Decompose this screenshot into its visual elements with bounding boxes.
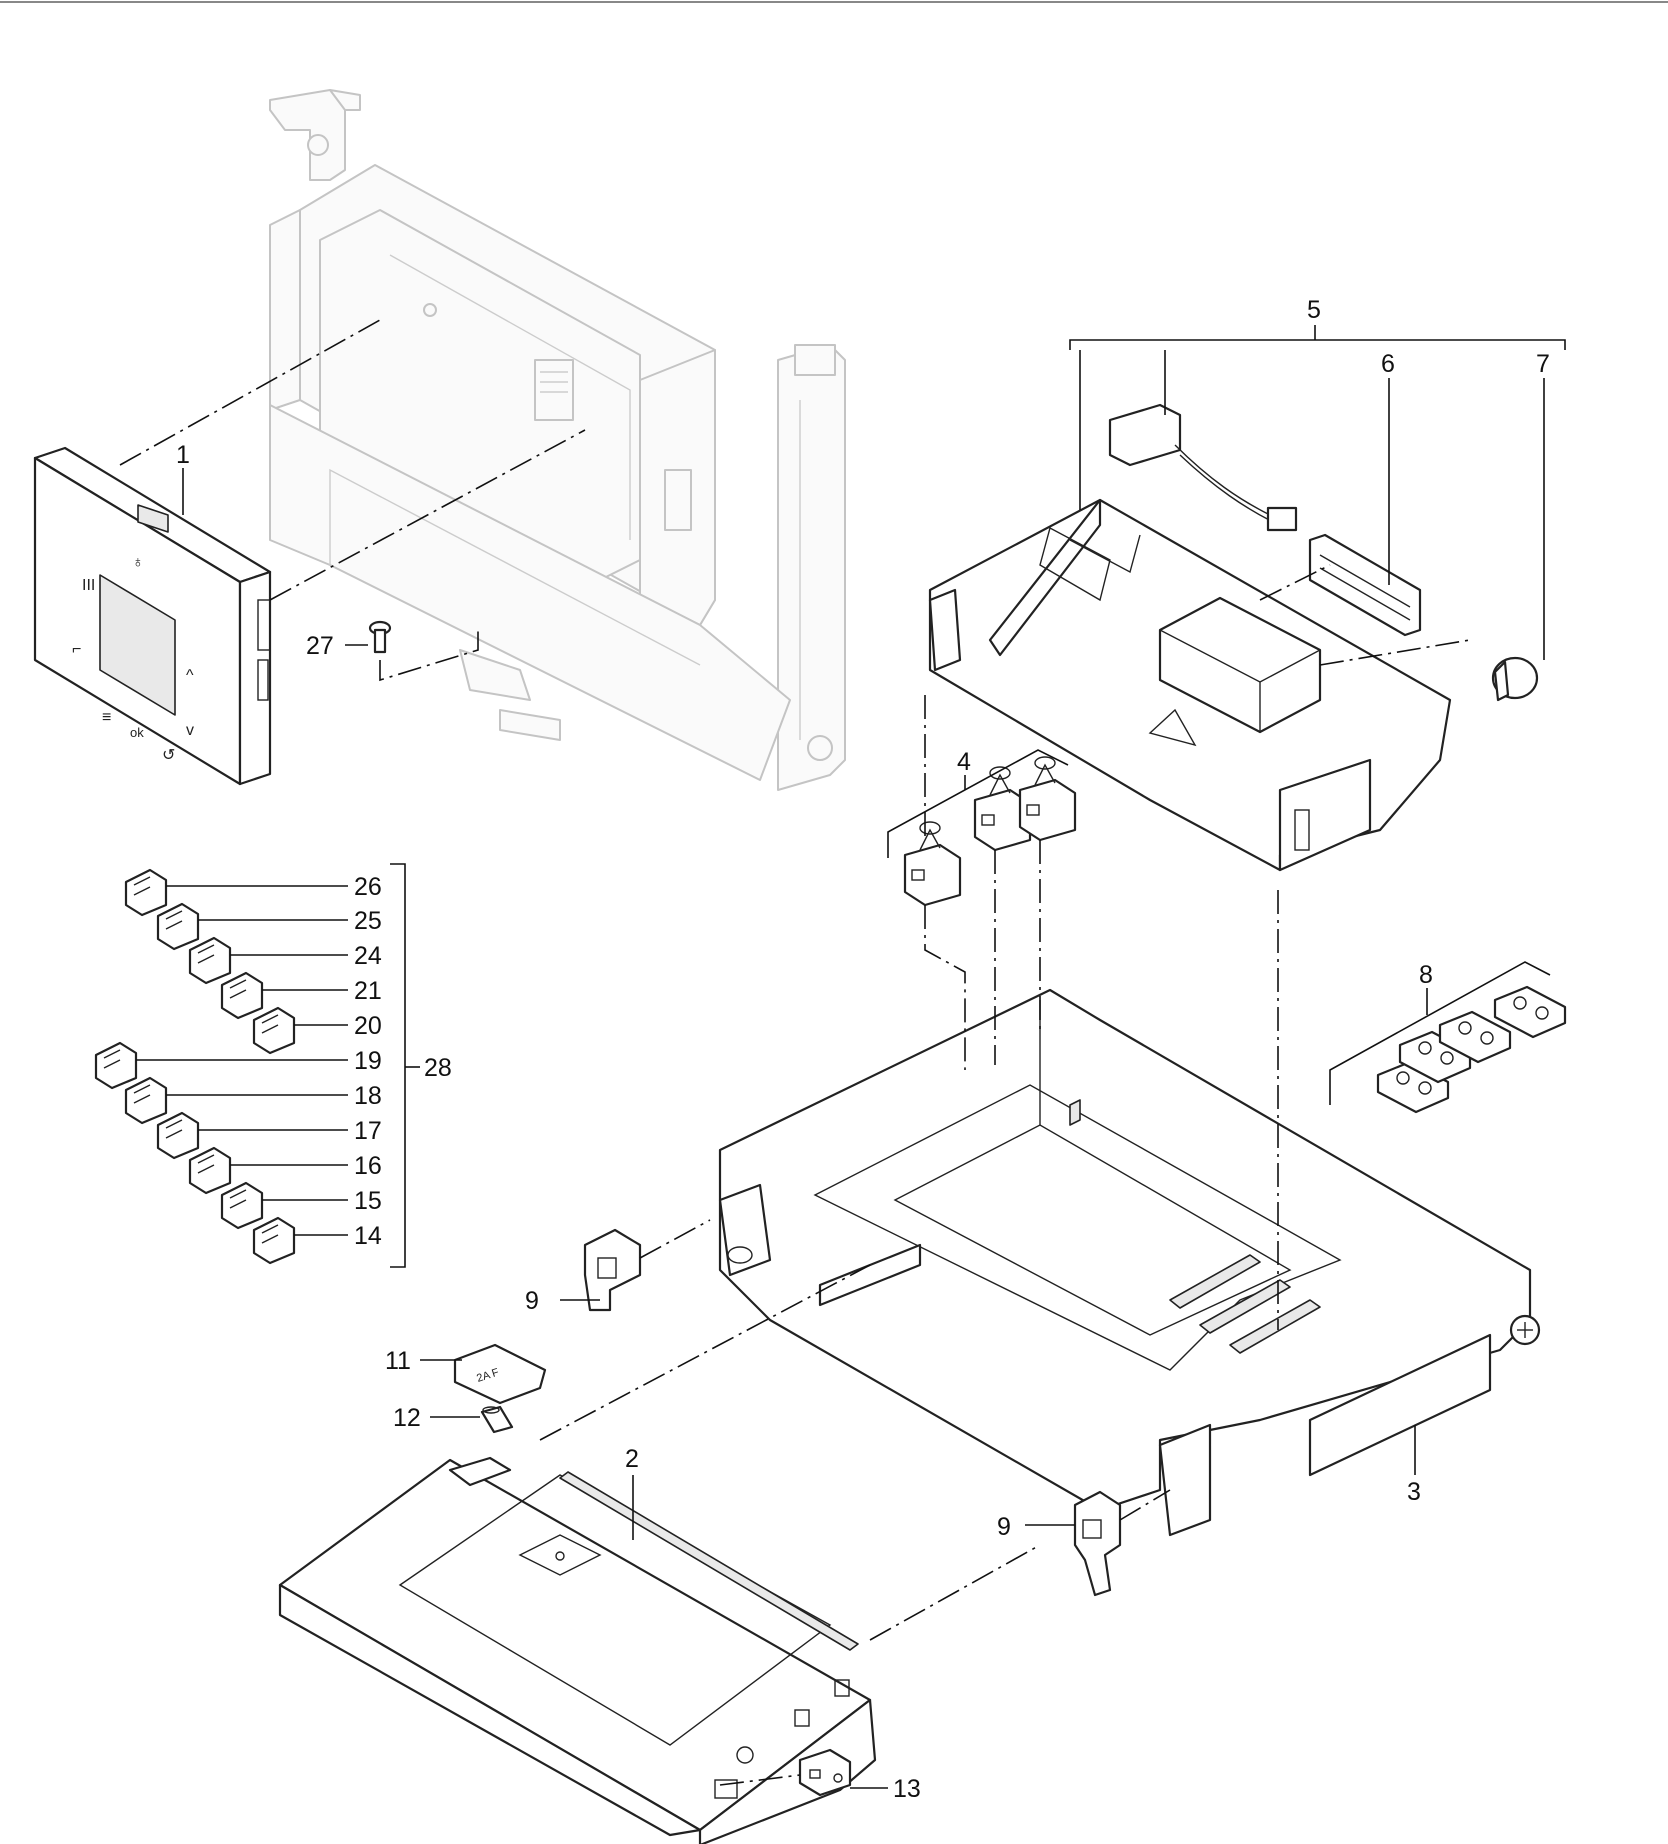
part-7-knob xyxy=(1491,656,1539,702)
callout-6: 6 xyxy=(1381,350,1395,378)
clamp-2 xyxy=(973,766,1032,852)
part-11-fuse-label: 2A F xyxy=(453,1343,547,1405)
menu-icon: ≡ xyxy=(102,709,111,726)
up-icon: ^ xyxy=(186,667,194,684)
part-13-connector xyxy=(798,1748,852,1797)
callout-27: 27 xyxy=(306,632,334,660)
ghost-housing xyxy=(269,89,846,791)
part-8-grommets xyxy=(1376,985,1567,1114)
callout-3: 3 xyxy=(1407,1478,1421,1506)
back-icon: ↺ xyxy=(162,747,175,764)
assembly-lines xyxy=(119,319,1471,1786)
part-6-connector xyxy=(1308,533,1422,637)
part-4-clamps xyxy=(903,756,1077,907)
part-9-clip-top xyxy=(583,1228,642,1312)
part-12-fuse xyxy=(480,1405,514,1434)
callout-7: 7 xyxy=(1536,350,1550,378)
callout-24: 24 xyxy=(354,942,382,970)
part-28-terminal-plugs xyxy=(94,868,296,1265)
callout-2: 2 xyxy=(625,1445,639,1473)
part-2-electronics-module xyxy=(278,1456,877,1844)
part-1-control-panel: III ♁ ⌐ ^ ≡ v ok ↺ xyxy=(33,446,272,786)
callout-17: 17 xyxy=(354,1117,382,1145)
plug-17 xyxy=(156,1111,200,1160)
down-icon: v xyxy=(186,722,194,739)
callout-21: 21 xyxy=(354,977,382,1005)
callout-25: 25 xyxy=(354,907,382,935)
panel-icon: III xyxy=(82,577,95,594)
callout-20: 20 xyxy=(354,1012,382,1040)
callout-26: 26 xyxy=(354,873,382,901)
callout-28: 28 xyxy=(424,1054,452,1082)
callout-8: 8 xyxy=(1419,961,1433,989)
callout-9-top: 9 xyxy=(525,1287,539,1315)
callout-4: 4 xyxy=(957,748,971,776)
callout-labels: 1 2 3 4 5 6 7 8 9 9 11 12 13 14 15 16 17… xyxy=(176,296,1550,1803)
plug-20 xyxy=(252,1006,296,1055)
callout-18: 18 xyxy=(354,1082,382,1110)
plug-25 xyxy=(156,902,200,951)
plug-24 xyxy=(188,936,232,985)
plug-14 xyxy=(252,1216,296,1265)
part-5-cover xyxy=(928,403,1452,872)
ok-icon: ok xyxy=(130,725,144,740)
part-9-clip-bottom xyxy=(1073,1490,1122,1597)
tap-icon: ⌐ xyxy=(72,641,81,658)
callout-5: 5 xyxy=(1307,296,1321,324)
plug-15 xyxy=(220,1181,264,1230)
callout-14: 14 xyxy=(354,1222,382,1250)
grommet-3 xyxy=(1438,1010,1512,1064)
callout-16: 16 xyxy=(354,1152,382,1180)
callout-19: 19 xyxy=(354,1047,382,1075)
callout-12: 12 xyxy=(393,1404,421,1432)
plug-21 xyxy=(220,971,264,1020)
callout-11: 11 xyxy=(385,1347,411,1375)
callout-1: 1 xyxy=(176,441,190,469)
callout-9-bottom: 9 xyxy=(997,1513,1011,1541)
flame-icon: ♁ xyxy=(132,554,144,571)
plug-26 xyxy=(124,868,168,917)
plug-19 xyxy=(94,1041,138,1090)
plug-16 xyxy=(188,1146,232,1195)
clamp-1 xyxy=(903,821,962,907)
grommet-4 xyxy=(1493,985,1567,1039)
callout-15: 15 xyxy=(354,1187,382,1215)
clamp-3 xyxy=(1018,756,1077,842)
part-3-base-tray xyxy=(718,988,1541,1537)
callout-13: 13 xyxy=(893,1775,921,1803)
part-27-screw xyxy=(368,620,392,654)
leader-lines xyxy=(136,325,1566,1789)
plug-18 xyxy=(124,1076,168,1125)
